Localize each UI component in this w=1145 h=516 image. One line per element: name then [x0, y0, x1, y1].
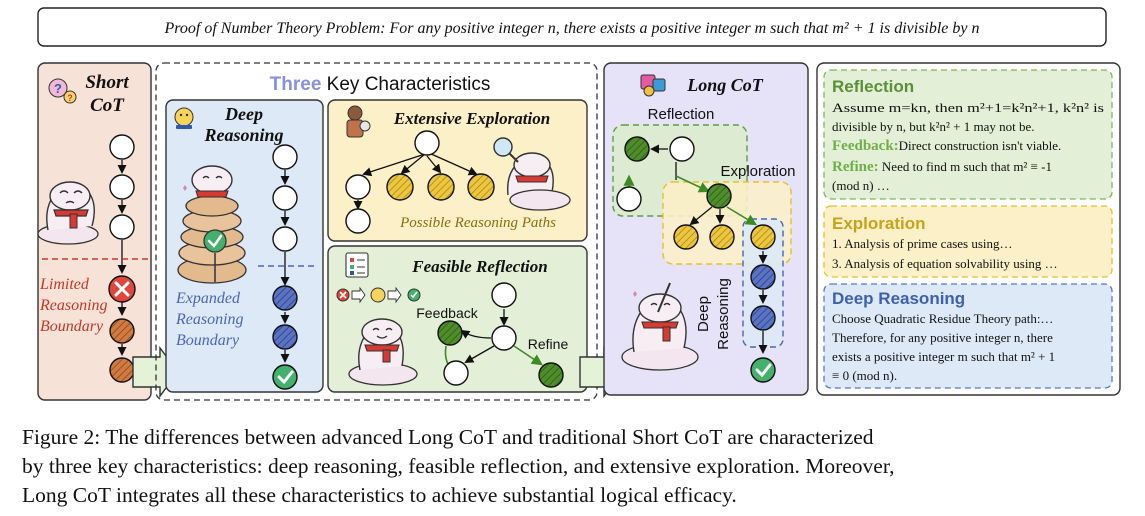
- limited-boundary-line3: Boundary: [40, 318, 104, 335]
- deep-panel-line4: ≡ 0 (mod n).: [832, 368, 897, 383]
- error-to-success-icons: [336, 286, 421, 304]
- long-node-explore-3: [750, 224, 776, 250]
- feedback-label: Feedback: [416, 305, 478, 321]
- figure-caption: Figure 2: The differences between advanc…: [22, 423, 1137, 510]
- long-node-reflect-1: [624, 136, 650, 162]
- expanded-boundary-line1: Expanded: [175, 290, 241, 307]
- svg-text:?: ?: [54, 81, 62, 96]
- long-deep-label-line1: Deep: [695, 296, 712, 332]
- reflection-panel-line5: (mod n) …: [832, 178, 890, 193]
- long-node-deep-1: [750, 264, 776, 290]
- long-node-explore-2: [709, 224, 735, 250]
- caption-line2: by three key characteristics: deep reaso…: [22, 454, 895, 478]
- long-node-explore-1: [673, 224, 699, 250]
- deep-node-3: [272, 226, 298, 252]
- deep-reasoning-box: Deep Reasoning Expanded Reasoning Bounda…: [165, 99, 324, 393]
- coiled-snake-mascot: [177, 165, 247, 284]
- figure-diagram: Proof of Number Theory Problem: For any …: [37, 7, 1121, 401]
- deep-node-1: [272, 144, 298, 170]
- reflection-panel-line2: divisible by n, but k²n² + 1 may not be.: [832, 119, 1035, 134]
- long-node-reflect-2: [669, 136, 695, 162]
- short-cot-panel: ? ? Short CoT Limited Reasoning Boundary: [37, 62, 152, 401]
- deep-node-4: [272, 285, 298, 311]
- deep-panel-line3: exists a positive integer m such that m²…: [832, 349, 1055, 364]
- short-node-1: [109, 134, 135, 160]
- exploration-panel-line1: 1. Analysis of prime cases using…: [832, 236, 1013, 251]
- long-cot-panel: Long CoT Reflection Exploration Deep Rea…: [603, 62, 809, 396]
- reflection-text-panel: Reflection Assume m=kn, then m²+1=k²n²+1…: [823, 69, 1113, 200]
- exploration-title: Extensive Exploration: [393, 109, 550, 128]
- long-node-reflect-3: [616, 186, 642, 212]
- refine-label: Refine: [528, 336, 569, 352]
- reflection-node-mid: [491, 325, 517, 351]
- feasible-reflection-box: Feasible Reflection Feedback Refine: [327, 245, 588, 393]
- failure-x-icon: [108, 275, 136, 303]
- brush-snake-mascot: [621, 282, 699, 371]
- explorer-icon: [346, 105, 371, 138]
- exploration-node-2: [386, 173, 414, 201]
- deep-panel-line1: Choose Quadratic Residue Theory path:…: [832, 311, 1053, 326]
- long-exploration-label: Exploration: [720, 163, 795, 180]
- expanded-boundary-line3: Boundary: [176, 332, 240, 349]
- extensive-exploration-box: Extensive Exploration Possible Reasoning…: [327, 99, 588, 242]
- exploration-node-1: [345, 174, 371, 200]
- deep-panel-line2: Therefore, for any positive integer n, t…: [832, 330, 1053, 345]
- svg-text:?: ?: [67, 93, 73, 103]
- magnifier-snake-mascot: [493, 137, 571, 211]
- short-node-6: [109, 357, 135, 383]
- reflection-node-feedback: [437, 320, 463, 346]
- reflection-title: Feasible Reflection: [411, 257, 548, 276]
- reflection-panel-heading: Reflection: [832, 77, 914, 96]
- long-node-explore-root: [706, 183, 732, 209]
- short-cot-title-line2: CoT: [90, 95, 125, 116]
- exploration-panel-heading: Exploration: [832, 214, 926, 233]
- deep-check-icon: [272, 364, 298, 390]
- deep-node-5: [272, 324, 298, 350]
- expanded-boundary-line2: Reasoning: [175, 311, 244, 328]
- short-node-2: [109, 174, 135, 200]
- possible-paths-caption: Possible Reasoning Paths: [399, 215, 556, 231]
- reflection-panel-refine-line: Refine: Need to find m such that m² ≡ -1: [832, 159, 1052, 175]
- exploration-root-node: [414, 130, 440, 156]
- happy-snake-mascot: [348, 318, 418, 386]
- limited-boundary-line2: Reasoning: [39, 297, 108, 314]
- question-icon: ? ?: [48, 78, 77, 104]
- caption-line1: Figure 2: The differences between advanc…: [22, 425, 874, 449]
- problem-title-text: Proof of Number Theory Problem: For any …: [163, 20, 979, 37]
- limited-boundary-line1: Limited: [39, 276, 90, 293]
- deep-title-line1: Deep: [224, 104, 263, 124]
- short-node-3: [109, 214, 135, 240]
- deep-panel-heading: Deep Reasoning: [832, 289, 965, 308]
- puzzle-gear-icon: [640, 74, 666, 97]
- short-cot-title-line1: Short: [85, 72, 129, 93]
- checklist-icon: [345, 252, 369, 278]
- long-cot-title: Long CoT: [686, 75, 764, 95]
- reflection-node-top: [491, 282, 517, 308]
- reflection-panel-feedback-line: Feedback:Direct construction isn't viabl…: [832, 138, 1061, 154]
- caption-line3: Long CoT integrates all these characteri…: [22, 483, 737, 507]
- short-node-5: [109, 318, 135, 344]
- deep-node-2: [272, 185, 298, 211]
- key-characteristics-group: Three Key Characteristics Deep Reasoning: [155, 62, 598, 401]
- long-reflection-label: Reflection: [648, 106, 715, 123]
- reflection-node-refine: [538, 362, 564, 388]
- thinking-emoji-icon: [174, 107, 194, 129]
- exploration-node-4: [467, 173, 495, 201]
- exploration-panel-line2: 3. Analysis of equation solvability usin…: [832, 256, 1058, 271]
- deep-reasoning-text-panel: Deep Reasoning Choose Quadratic Residue …: [823, 283, 1113, 389]
- reflection-node-left: [443, 360, 469, 386]
- worried-snake-mascot: [37, 181, 99, 245]
- exploration-node-3: [427, 173, 455, 201]
- key-characteristics-title: Three Key Characteristics: [270, 74, 491, 95]
- long-deep-label-line2: Reasoning: [715, 278, 732, 350]
- problem-title-box: [37, 7, 1107, 47]
- exploration-text-panel: Exploration 1. Analysis of prime cases u…: [823, 205, 1113, 278]
- long-check-icon: [750, 357, 776, 383]
- exploration-node-5: [345, 208, 371, 234]
- long-node-deep-2: [750, 305, 776, 331]
- deep-title-line2: Reasoning: [203, 125, 283, 145]
- reflection-panel-line1: Assume m=kn, then m²+1=k²n²+1, k²n² is: [832, 100, 1104, 115]
